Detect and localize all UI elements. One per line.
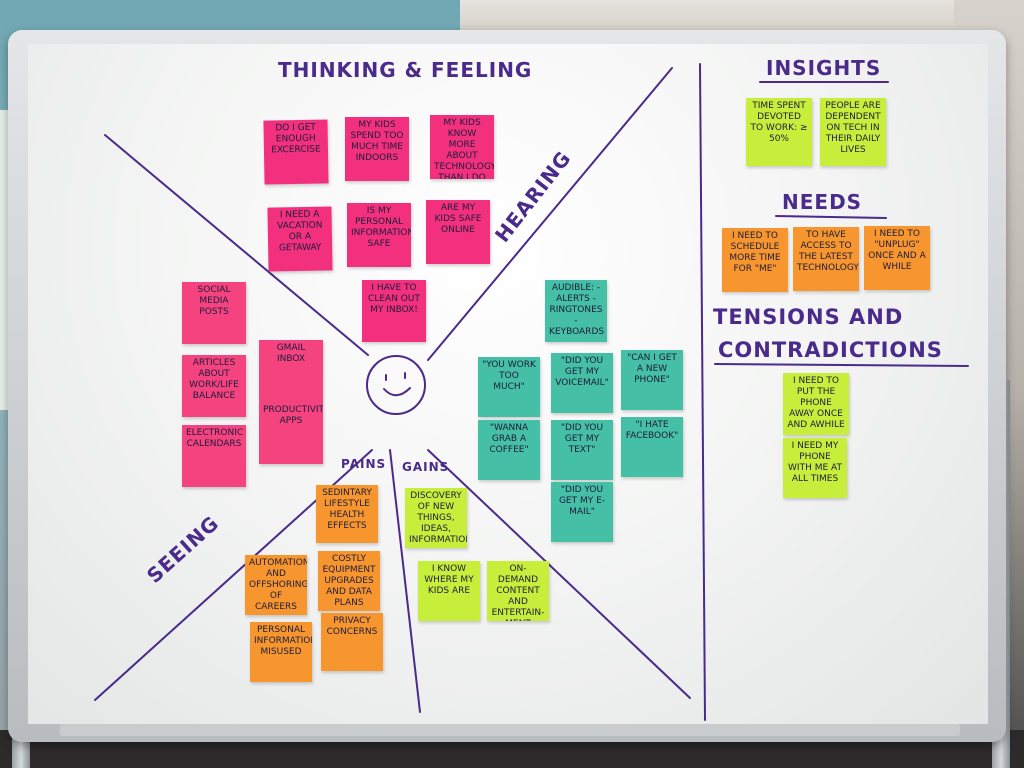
sticky-note-thinking: IS MY PERSONAL INFORMATION SAFE [347,203,411,267]
sticky-note-hearing: AUDIBLE: -ALERTS -RINGTONES -KEYBOARDS -… [545,280,607,342]
sticky-note-thinking: I HAVE TO CLEAN OUT MY INBOX! [362,280,426,342]
sticky-note-thinking: ARE MY KIDS SAFE ONLINE [426,200,490,264]
sticky-note-seeing: GMAIL INBOX [259,340,323,402]
insights-heading: INSIGHTS [766,56,882,80]
sticky-note-thinking: DO I GET ENOUGH EXCERCISE [263,119,329,185]
sticky-note-pains: AUTOMATION AND OFFSHORING OF CAREERS [245,555,307,615]
sticky-note-hearing: "WANNA GRAB A COFFEE" [478,420,540,480]
sticky-note-insight: PEOPLE ARE DEPENDENT ON TECH IN THEIR DA… [820,98,886,166]
sticky-note-pains: COSTLY EQUIPMENT UPGRADES AND DATA PLANS [318,551,380,611]
marker-tray [60,724,960,736]
sticky-note-tension: I NEED TO PUT THE PHONE AWAY ONCE AND AW… [783,373,849,435]
sticky-note-pains: PERSONAL INFORMATION MISUSED [250,622,312,682]
sticky-note-gains: I KNOW WHERE MY KIDS ARE [418,561,480,621]
sticky-note-tension: I NEED MY PHONE WITH ME AT ALL TIMES [783,438,847,498]
sticky-note-hearing: "CAN I GET A NEW PHONE" [621,350,683,410]
tensions-heading-line2: CONTRADICTIONS [718,338,943,362]
sticky-note-hearing: "DID YOU GET MY VOICEMAIL" [551,353,613,413]
sticky-note-need: I NEED TO "UNPLUG" ONCE AND A WHILE [864,226,930,290]
sticky-note-gains: ON-DEMAND CONTENT AND ENTERTAIN-MENT [487,561,549,621]
sticky-note-hearing: "DID YOU GET MY TEXT" [551,420,613,480]
sticky-note-pains: PRIVACY CONCERNS [321,613,383,671]
sticky-note-seeing: ELECTRONIC CALENDARS [182,425,246,487]
needs-heading: NEEDS [782,190,863,214]
sticky-note-hearing: "I HATE FACEBOOK" [621,417,683,477]
sticky-note-thinking: MY KIDS SPEND TOO MUCH TIME INDOORS [345,117,409,181]
sticky-note-need: TO HAVE ACCESS TO THE LATEST TECHNOLOGY [793,227,859,291]
tensions-heading-line1: TENSIONS AND [713,305,904,329]
sticky-note-pains: SEDINTARY LIFESTYLE HEALTH EFFECTS [316,485,378,543]
sticky-note-hearing: "DID YOU GET MY E-MAIL" [551,482,613,542]
sticky-note-seeing: PRODUCTIVITY APPS [259,402,323,464]
sticky-note-gains: DISCOVERY OF NEW THINGS, IDEAS, INFORMAT… [405,488,467,548]
gains-heading: GAINS [402,460,450,474]
sticky-note-need: I NEED TO SCHEDULE MORE TIME FOR "ME" [722,228,788,292]
pains-heading: PAINS [341,457,387,471]
sticky-note-thinking: MY KIDS KNOW MORE ABOUT TECHNOLOGY THAN … [430,115,494,179]
sticky-note-thinking: I NEED A VACATION OR A GETAWAY [267,206,333,272]
thinking-feeling-heading: THINKING & FEELING [278,58,533,82]
sticky-note-seeing: ARTICLES ABOUT WORK/LIFE BALANCE [182,355,246,417]
sticky-note-seeing: SOCIAL MEDIA POSTS [182,282,246,344]
sticky-note-insight: TIME SPENT DEVOTED TO WORK: ≥ 50% [746,98,812,166]
sticky-note-hearing: "YOU WORK TOO MUCH" [478,357,540,417]
